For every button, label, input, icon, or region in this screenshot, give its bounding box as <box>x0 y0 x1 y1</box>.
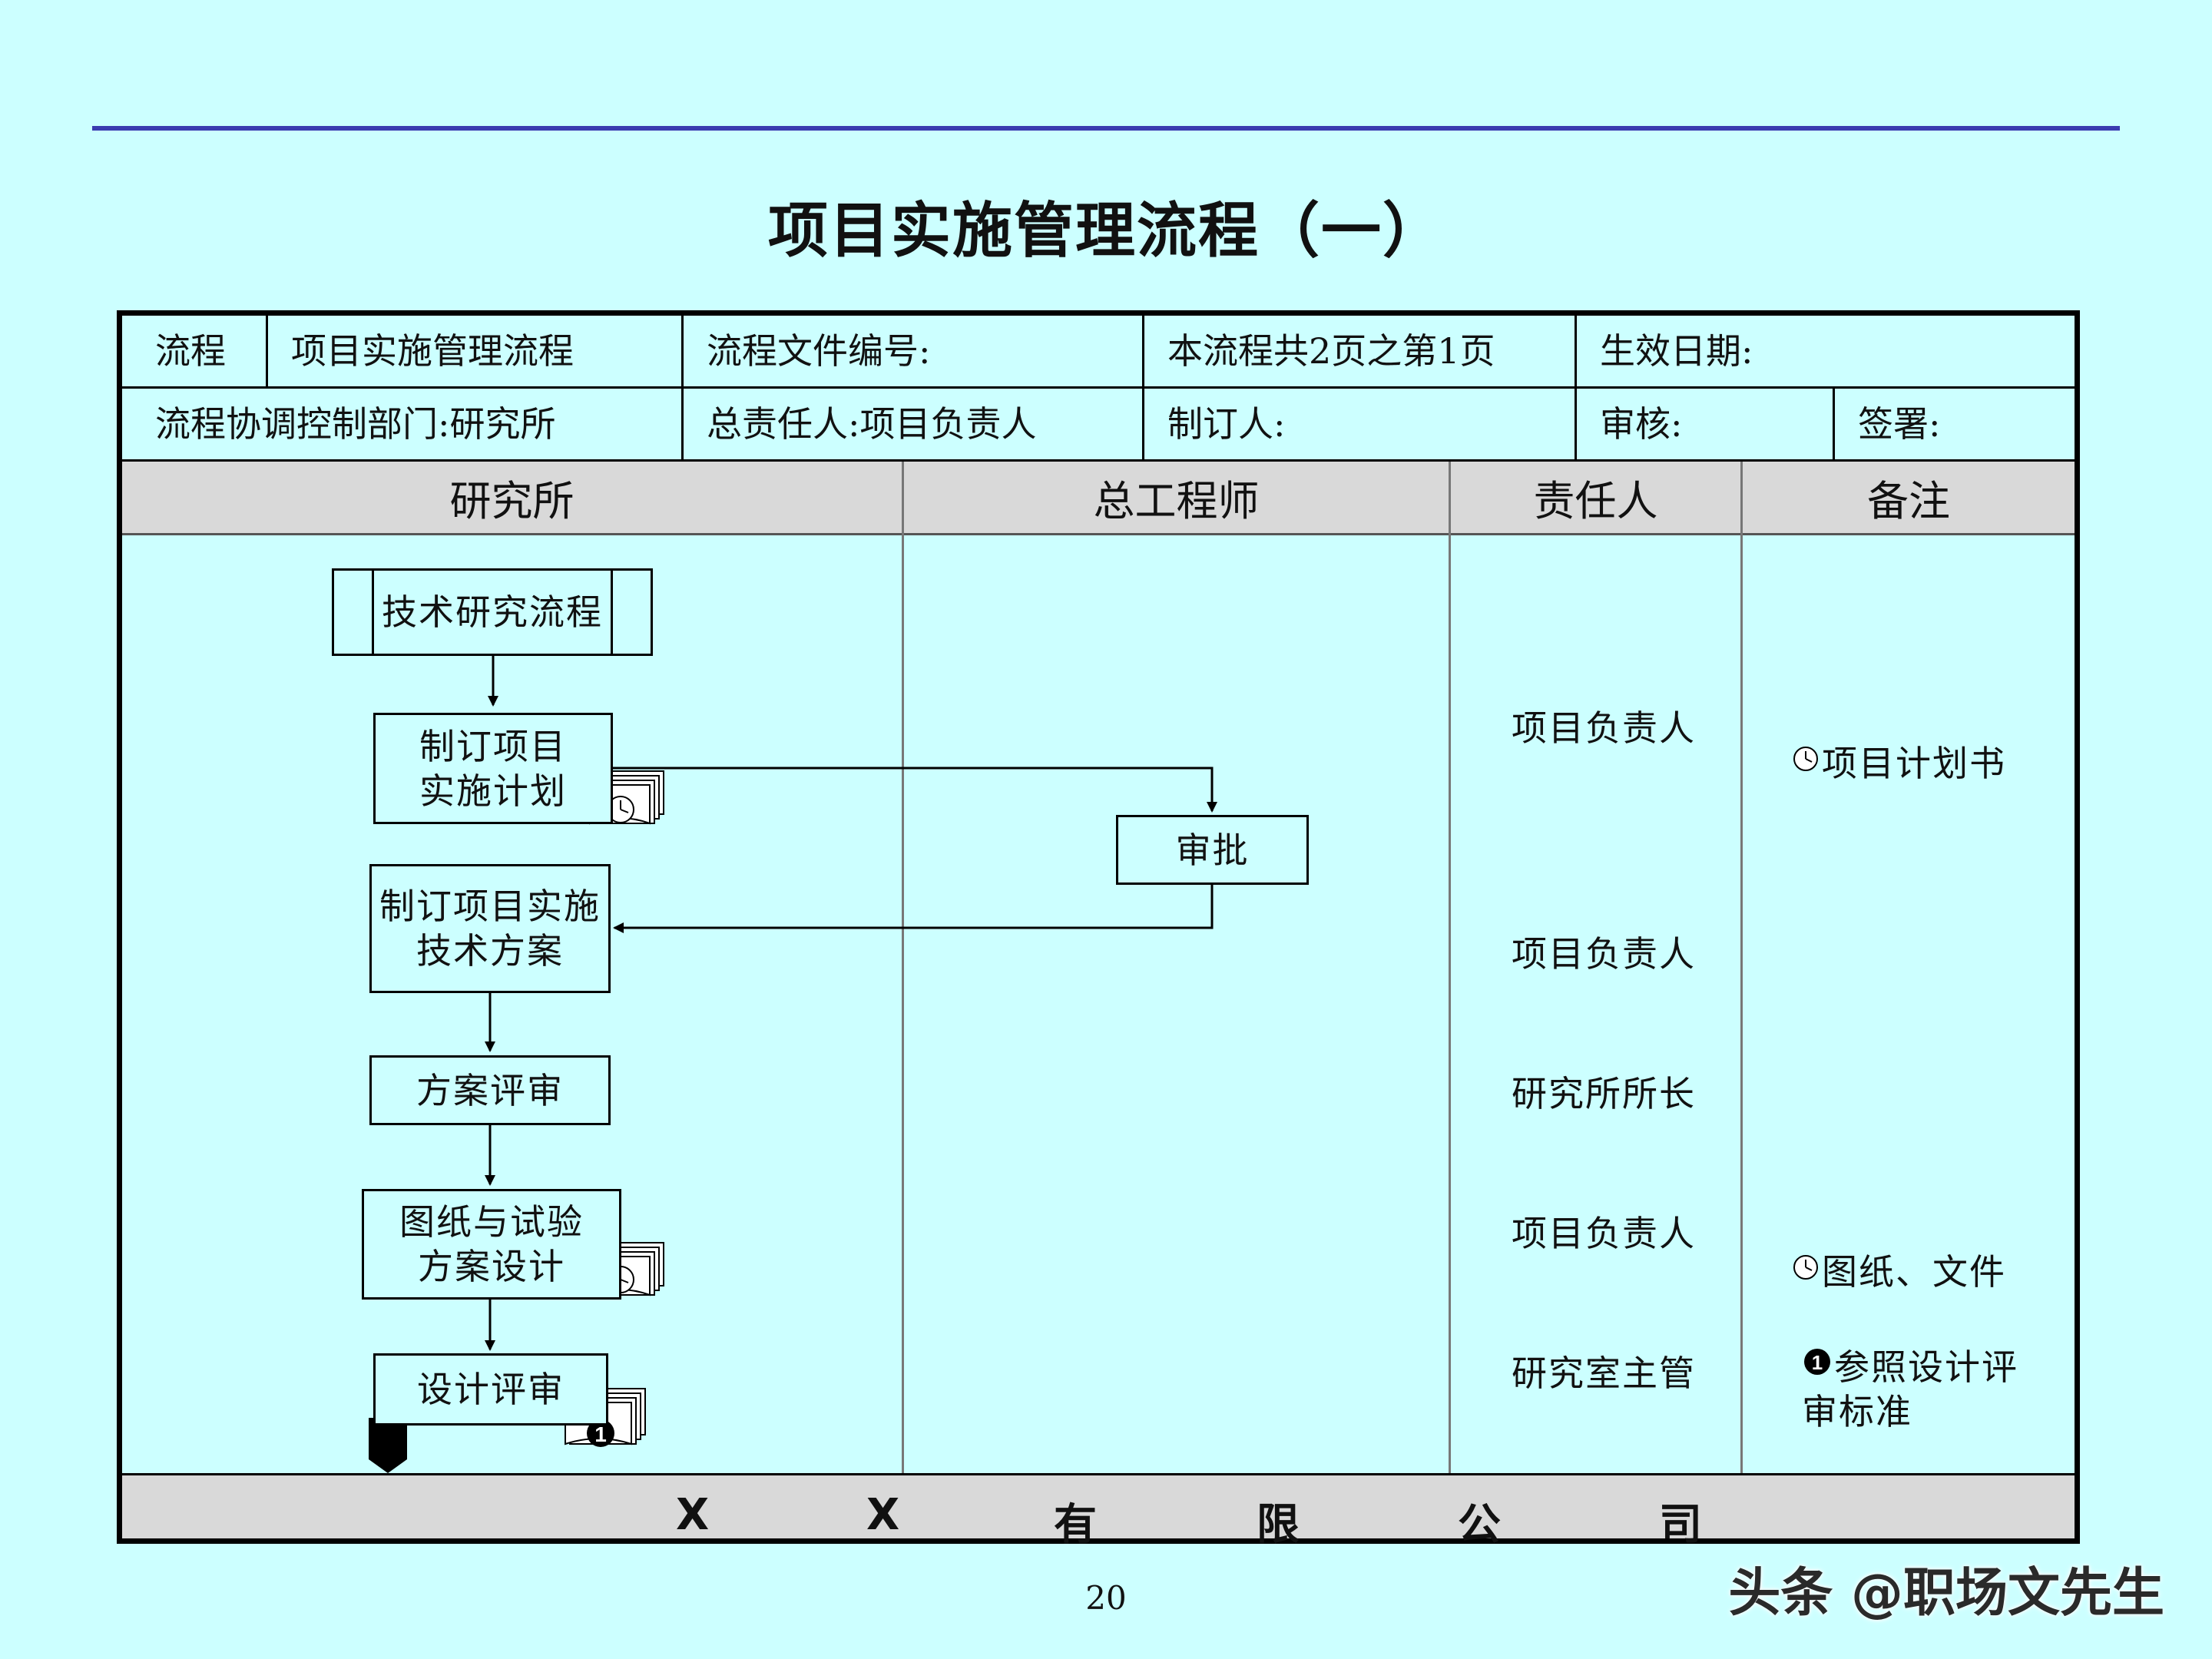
header-effective-date: 生效日期: <box>1600 330 1753 372</box>
svg-text:1: 1 <box>1812 1351 1823 1374</box>
footer-divider <box>122 1473 2075 1475</box>
responsible-entry: 研究所所长 <box>1512 1073 1696 1114</box>
header-review: 审核: <box>1600 403 1683 445</box>
flow-step-label: 制订项目 <box>419 725 567 767</box>
header-file-number: 流程文件编号: <box>707 330 931 372</box>
flow-step-label: 制订项目实施 <box>379 886 601 927</box>
header-divider <box>266 316 268 386</box>
flow-step-project-plan: 制订项目 实施计划 <box>373 713 613 824</box>
note-drawings-files: 图纸、文件 <box>1822 1251 2006 1293</box>
responsible-entry: 研究室主管 <box>1512 1353 1696 1394</box>
flow-step-label: 审批 <box>1175 829 1250 871</box>
flow-step-plan-review: 方案评审 <box>369 1055 611 1125</box>
header-author: 制订人: <box>1167 403 1286 445</box>
arrow-plan-to-approve <box>613 767 1217 813</box>
header-page-count: 本流程共2页之第1页 <box>1167 330 1495 372</box>
header-process-name: 项目实施管理流程 <box>291 330 574 372</box>
number-one-icon: 1 <box>1804 1349 1830 1375</box>
note-design-review-standard-cont: 审标准 <box>1802 1391 1912 1432</box>
flow-step-label: 设计评审 <box>417 1369 565 1410</box>
flow-start-technical-research: 技术研究流程 <box>332 568 653 656</box>
responsible-entry: 项目负责人 <box>1512 707 1696 749</box>
column-header-responsible: 责任人 <box>1533 477 1658 525</box>
header-bottom-divider <box>122 459 2075 462</box>
footer-company-char: 公 <box>1458 1500 1501 1550</box>
flow-step-label: 方案设计 <box>418 1246 565 1287</box>
column-header-divider <box>122 533 2075 535</box>
responsible-entry: 项目负责人 <box>1512 1213 1696 1254</box>
header-control-dept: 流程协调控制部门:研究所 <box>155 403 556 445</box>
column-header-notes: 备注 <box>1867 477 1950 525</box>
header-divider <box>1142 316 1144 459</box>
header-sign: 签署: <box>1858 403 1941 445</box>
responsible-entry: 项目负责人 <box>1512 933 1696 975</box>
footer-company-char: 司 <box>1659 1500 1702 1550</box>
page-number: 20 <box>1085 1579 1127 1617</box>
footer-company-char: X <box>676 1490 710 1540</box>
column-header-chief-engineer: 总工程师 <box>1093 477 1260 525</box>
flow-step-approval: 审批 <box>1116 815 1309 885</box>
note-design-review-standard: 参照设计评 <box>1834 1346 2018 1388</box>
svg-text:1: 1 <box>594 1422 607 1446</box>
header-label: 流程 <box>155 330 226 372</box>
flow-step-technical-plan: 制订项目实施 技术方案 <box>369 864 611 993</box>
flow-step-label: 图纸与试验 <box>399 1201 584 1243</box>
footer-company-char: 限 <box>1257 1500 1300 1550</box>
lane-divider <box>1740 462 1743 1474</box>
watermark: 头条 @职场文先生 <box>1728 1563 2164 1624</box>
off-page-connector-icon <box>369 1418 407 1473</box>
flow-step-label: 技术方案 <box>416 930 564 972</box>
flow-step-label: 实施计划 <box>419 770 567 812</box>
top-rule <box>92 126 2120 131</box>
flow-step-drawing-design: 图纸与试验 方案设计 <box>362 1189 621 1300</box>
footer-company-char: 有 <box>1054 1500 1097 1550</box>
header-divider <box>1833 386 1835 459</box>
flow-step-label: 方案评审 <box>416 1069 564 1111</box>
column-header-band <box>122 462 2075 533</box>
header-divider <box>681 316 684 459</box>
page-title: 项目实施管理流程（一） <box>767 197 1444 266</box>
arrow-approve-to-tech <box>613 885 1214 933</box>
lane-divider <box>1449 462 1451 1474</box>
footer-company-char: X <box>866 1490 900 1540</box>
column-header-research-institute: 研究所 <box>449 477 575 525</box>
clock-icon <box>1793 747 1818 771</box>
lane-divider <box>902 462 904 1474</box>
process-table-frame <box>117 310 2080 1544</box>
header-owner: 总责任人:项目负责人 <box>707 403 1037 445</box>
clock-icon <box>1793 1255 1818 1280</box>
process-box-inner-line <box>372 568 374 656</box>
header-divider <box>1575 316 1577 459</box>
note-project-plan-document: 项目计划书 <box>1822 743 2006 784</box>
flow-step-design-review: 设计评审 <box>373 1353 608 1426</box>
flow-start-label: 技术研究流程 <box>382 591 603 633</box>
process-box-inner-line <box>611 568 613 656</box>
header-row-divider <box>122 386 2075 389</box>
footer-band <box>122 1475 2075 1538</box>
